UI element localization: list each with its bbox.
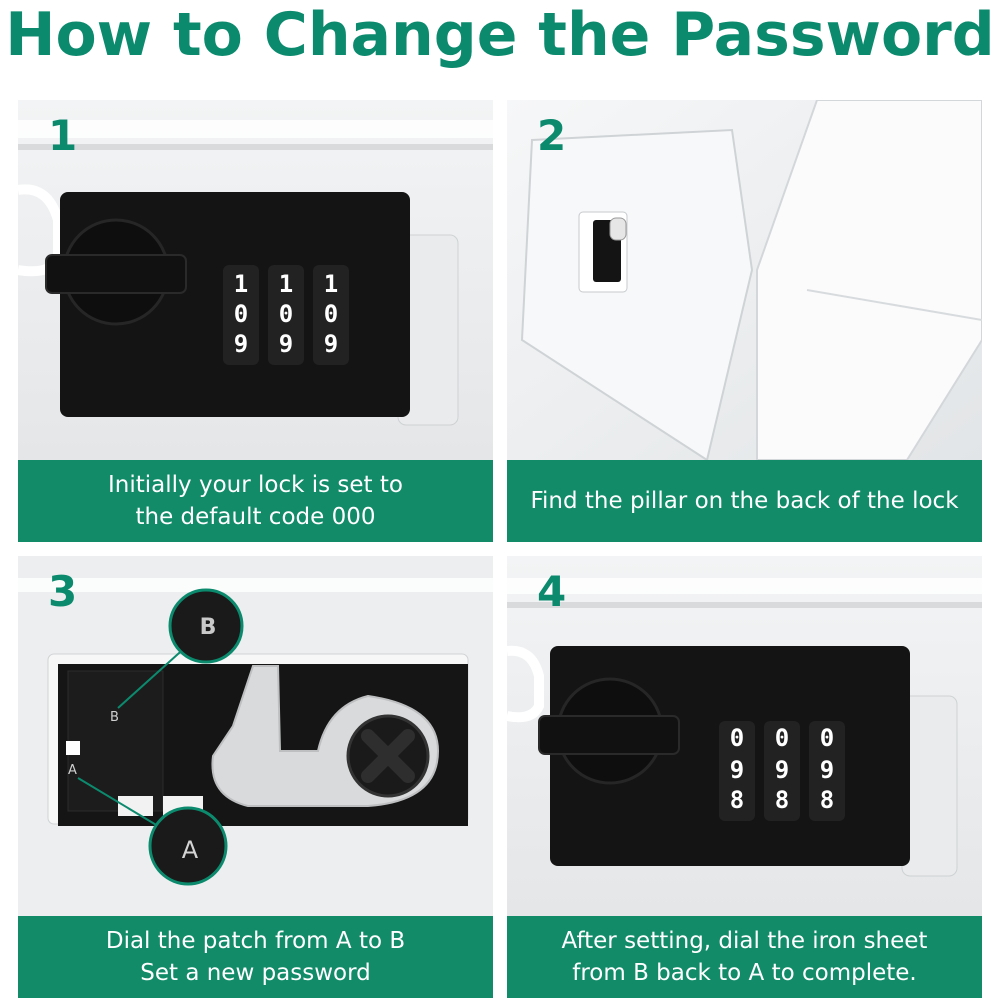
step-2-caption-line-1: Find the pillar on the back of the lock — [530, 488, 959, 514]
step-1-caption-line-1: Initially your lock is set to — [108, 472, 403, 498]
small-label-b: B — [110, 710, 119, 725]
step-2-panel: 2 Find the pillar on the back of the loc… — [507, 100, 982, 542]
dial-3-digit-mid: 0 — [324, 300, 338, 328]
step-1-caption-line-2: the default code 000 — [135, 504, 376, 530]
dial-3-digit-bot: 9 — [324, 330, 338, 358]
step-4-caption-line-1: After setting, dial the iron sheet — [561, 928, 928, 954]
dial-1-digit-mid: 0 — [234, 300, 248, 328]
lock-front-new-code-image: 0 9 8 0 9 8 0 9 8 — [507, 556, 982, 916]
dial-1-digit-bot: 8 — [730, 786, 744, 814]
combination-dials — [719, 721, 845, 821]
step-2-photo — [507, 100, 982, 460]
step-1-photo: 1 0 9 1 0 9 1 0 9 — [18, 100, 493, 460]
step-1-number: 1 — [48, 111, 78, 160]
dial-2-digit-top: 1 — [279, 270, 293, 298]
lock-mechanism-image: B A B A — [18, 556, 493, 916]
step-2-caption: Find the pillar on the back of the lock — [507, 460, 982, 542]
dial-3-digit-mid: 9 — [820, 756, 834, 784]
callout-a-label: A — [182, 836, 199, 864]
step-2-number: 2 — [537, 111, 567, 160]
dial-2-digit-bot: 8 — [775, 786, 789, 814]
callout-b-magnifier: B — [168, 588, 244, 664]
dial-1-digit-bot: 9 — [234, 330, 248, 358]
step-3-photo: B A B A — [18, 556, 493, 916]
step-3-panel: B A B A 3 Dial the patch from A to B Set… — [18, 556, 493, 998]
combination-dials — [223, 265, 349, 365]
step-1-panel: 1 0 9 1 0 9 1 0 9 1 Initially your lock … — [18, 100, 493, 542]
step-1-caption: Initially your lock is set to the defaul… — [18, 460, 493, 542]
dial-3-digit-bot: 8 — [820, 786, 834, 814]
step-4-panel: 0 9 8 0 9 8 0 9 8 4 After setting, dial … — [507, 556, 982, 998]
lock-front-image: 1 0 9 1 0 9 1 0 9 — [18, 100, 493, 460]
dial-2-digit-mid: 0 — [279, 300, 293, 328]
dial-1-digit-top: 0 — [730, 724, 744, 752]
dial-1-digit-mid: 9 — [730, 756, 744, 784]
page-title: How to Change the Password — [5, 0, 995, 70]
callout-b-label: B — [200, 615, 217, 640]
dial-2-digit-bot: 9 — [279, 330, 293, 358]
small-label-a: A — [68, 763, 77, 778]
dial-3-digit-top: 0 — [820, 724, 834, 752]
step-4-number: 4 — [537, 567, 567, 616]
step-4-photo: 0 9 8 0 9 8 0 9 8 — [507, 556, 982, 916]
step-4-caption: After setting, dial the iron sheet from … — [507, 916, 982, 998]
lock-back-image — [507, 100, 982, 460]
step-3-number: 3 — [48, 567, 78, 616]
step-3-caption-line-1: Dial the patch from A to B — [105, 928, 406, 954]
dial-2-digit-mid: 9 — [775, 756, 789, 784]
step-3-caption: Dial the patch from A to B Set a new pas… — [18, 916, 493, 998]
callout-a-magnifier: A — [148, 806, 228, 886]
dial-3-digit-top: 1 — [324, 270, 338, 298]
dial-2-digit-top: 0 — [775, 724, 789, 752]
dial-1-digit-top: 1 — [234, 270, 248, 298]
step-3-caption-line-2: Set a new password — [140, 960, 371, 986]
step-4-caption-line-2: from B back to A to complete. — [572, 960, 917, 986]
